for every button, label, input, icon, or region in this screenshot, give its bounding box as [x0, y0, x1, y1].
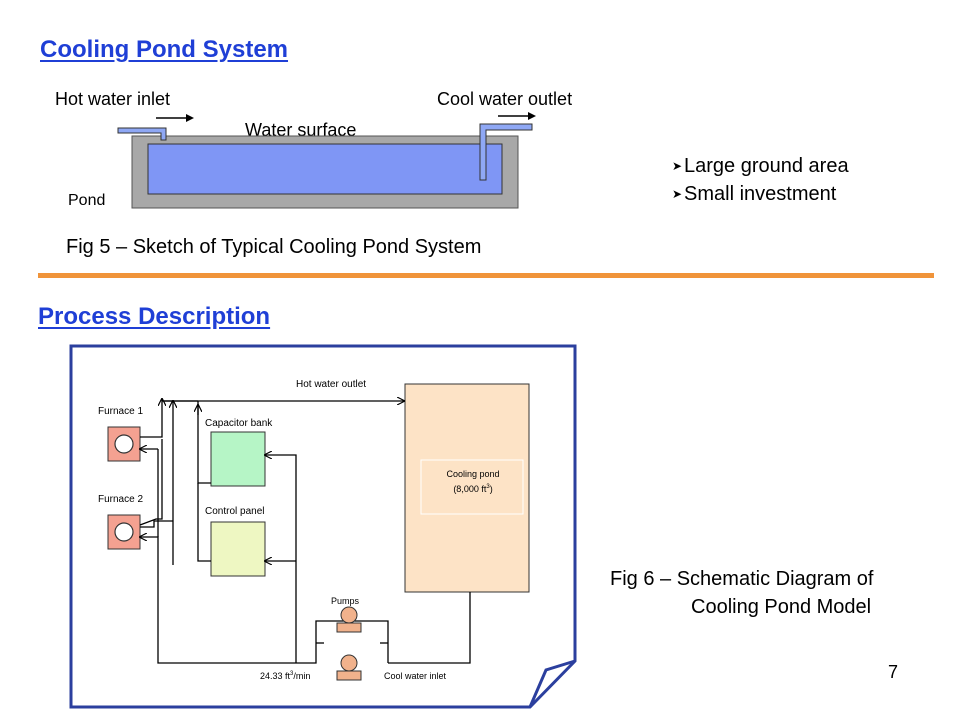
cooling-pond — [404, 383, 530, 593]
flow-rate-label: 24.33 ft3/min — [260, 671, 311, 681]
page-number: 7 — [888, 662, 899, 682]
section-divider — [38, 273, 934, 278]
bullet-arrow-icon: ➤ — [672, 187, 683, 201]
bullet-arrow-icon: ➤ — [672, 159, 683, 173]
pump-1 — [340, 606, 358, 624]
furnace-2-label: Furnace 2 — [98, 494, 144, 505]
pump-loop — [296, 620, 389, 664]
pond-sketch — [117, 112, 536, 209]
hot-water-outlet-label: Hot water outlet — [296, 379, 367, 390]
pond-label: Pond — [68, 192, 106, 209]
schematic-diagram — [69, 344, 577, 709]
furnace-1-label: Furnace 1 — [98, 406, 144, 417]
cooling-pond-label: Cooling pond (8,000 ft3) — [446, 469, 500, 494]
fig5-caption: Fig 5 – Sketch of Typical Cooling Pond S… — [66, 236, 482, 258]
cool-water-inlet-line — [388, 592, 471, 664]
cold-supply-line — [140, 537, 296, 664]
cool-water-inlet-label: Cool water inlet — [384, 671, 447, 681]
bullet-list: ➤Large ground area ➤Small investment — [672, 152, 849, 208]
pond-water — [147, 143, 503, 195]
bullet-item: ➤Small investment — [672, 180, 849, 208]
cool-water-outlet-label: Cool water outlet — [437, 89, 573, 109]
inlet-pipe — [117, 127, 167, 141]
control-panel-label: Control panel — [205, 506, 265, 517]
bullet-item: ➤Large ground area — [672, 152, 849, 180]
water-surface-label: Water surface — [245, 120, 357, 140]
outlet-pipe — [479, 123, 533, 181]
paper-fold — [528, 659, 576, 708]
pumps-label: Pumps — [331, 596, 360, 606]
hot-water-inlet-label: Hot water inlet — [55, 89, 171, 109]
furnace-1 — [107, 426, 141, 462]
fig6-caption: Fig 6 – Schematic Diagram of Cooling Pon… — [610, 568, 874, 618]
furnace1-outlet-line — [140, 399, 162, 438]
control-panel — [210, 521, 266, 577]
capacitor-bank-label: Capacitor bank — [205, 418, 273, 429]
capacitor-bank — [210, 431, 266, 487]
section-title-process-description: Process Description — [38, 303, 271, 330]
section-title-cooling-pond-system: Cooling Pond System — [40, 36, 289, 63]
pump-2 — [340, 654, 358, 672]
